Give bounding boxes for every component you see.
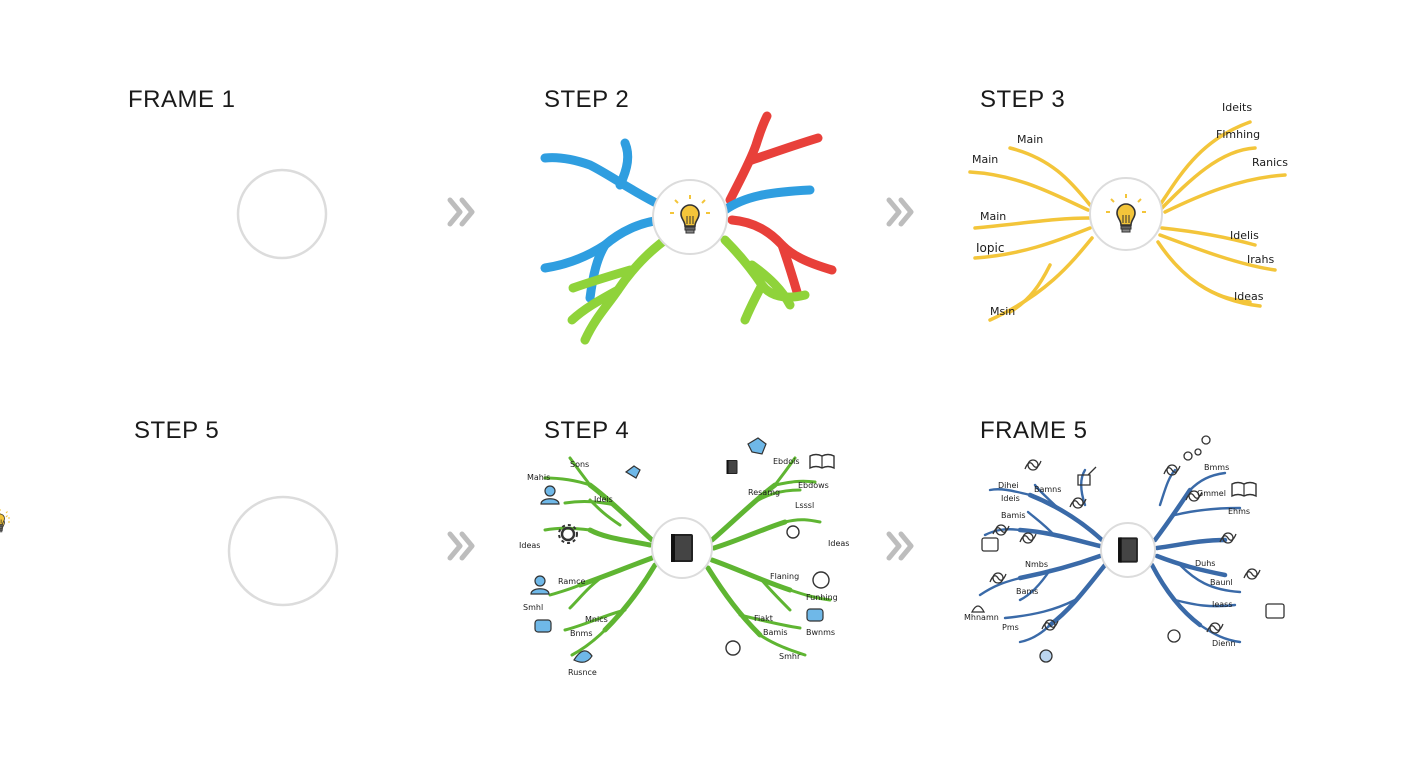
panel-title-6: FRAME 5 <box>980 417 1088 444</box>
person-icon <box>530 575 550 595</box>
frame5-label: Bamis <box>1001 511 1026 520</box>
step4-label: Bnms <box>570 629 593 638</box>
step4-label: Ideis <box>594 495 613 504</box>
arrow-chevron-2 <box>886 197 914 227</box>
lightbulb-icon <box>0 508 11 529</box>
step3-label: Main <box>1017 133 1043 146</box>
step3-branches <box>968 120 1287 322</box>
puzzle-icon <box>747 437 767 455</box>
panel-title-2: STEP 2 <box>544 86 630 113</box>
doodle-icon <box>992 524 1010 536</box>
puzzle-icon <box>624 465 641 479</box>
step4-label: Smhl <box>523 603 543 612</box>
step4-label: Bwnms <box>806 628 835 637</box>
arrow-chevron-1 <box>447 197 475 227</box>
idea-icon <box>786 525 800 539</box>
panel-title-3: STEP 3 <box>980 86 1066 113</box>
step3-label: Main <box>980 210 1006 223</box>
frame5-label: Ieass <box>1212 600 1233 609</box>
step3-label: Msin <box>990 305 1015 318</box>
step4-label: Ideas <box>519 541 540 550</box>
frame5-label: Bmms <box>1204 463 1229 472</box>
frame5-label: Gmmel <box>1197 489 1226 498</box>
step4-label: Rusnce <box>568 668 597 677</box>
panel-title-1: FRAME 1 <box>128 86 236 113</box>
hat-icon <box>534 619 552 633</box>
book-icon <box>726 460 738 474</box>
step4-label: Resamg <box>748 488 780 497</box>
person-icon <box>540 485 560 505</box>
doodle-icon <box>989 572 1007 584</box>
frame5-label: Duhs <box>1195 559 1215 568</box>
step4-label: Ebdois <box>773 457 800 466</box>
book-icon <box>671 534 693 562</box>
step4-label: Mahis <box>527 473 550 482</box>
step3-label: Iopic <box>976 241 1004 255</box>
empty-node-1 <box>236 168 328 260</box>
step4-label: Lsssl <box>795 501 814 510</box>
bell-icon <box>970 605 986 613</box>
frame5-label: Bamns <box>1034 485 1061 494</box>
step3-label: Ranics <box>1252 156 1288 169</box>
open-book-icon <box>1231 481 1257 497</box>
step3-label: Irahs <box>1247 253 1274 266</box>
doodle-icon <box>1243 568 1261 580</box>
frame5-label: Bams <box>1016 587 1038 596</box>
step2-branches <box>540 111 837 345</box>
pencil-icon <box>1077 466 1097 486</box>
book-icon <box>1118 537 1138 563</box>
step4-label: Flaning <box>770 572 799 581</box>
step3-label: Idelis <box>1230 229 1259 242</box>
doodle-icon <box>1024 459 1042 471</box>
step4-label: Bamis <box>763 628 788 637</box>
frame5-label: Dihei <box>998 481 1019 490</box>
panel-title-4: STEP 5 <box>134 417 220 444</box>
frame5-label: Pms <box>1002 623 1019 632</box>
step4-label: Smhr <box>779 652 801 661</box>
step3-label: Ideits <box>1222 101 1252 114</box>
step4-label: Ramce <box>558 577 585 586</box>
step4-branches <box>543 456 832 657</box>
circles-icon <box>1183 435 1211 461</box>
frame5-label: Dienn <box>1212 639 1235 648</box>
frame5-label: Mhnamn <box>964 613 999 622</box>
step4-label: Ebdows <box>798 481 829 490</box>
doodle-icon <box>1019 532 1037 544</box>
frame5-label: Ehms <box>1228 507 1250 516</box>
blob-icon <box>573 650 593 663</box>
frame5-label: Nmbs <box>1025 560 1048 569</box>
sun-icon <box>1039 649 1053 663</box>
frame5-label: Ideis <box>1001 494 1020 503</box>
step4-label: Fiakt <box>754 614 773 623</box>
person-outline-icon <box>1167 629 1181 643</box>
box-icon <box>981 537 999 552</box>
person-outline-icon <box>725 640 741 656</box>
step3-labels: Main Main Main Iopic Msin Ideits Flmhing… <box>972 101 1288 318</box>
frame5-branches <box>978 468 1242 644</box>
frame5-labels: Dihei Ideis Bamis Nmbs Bams Bamns Mhnamn… <box>964 463 1250 648</box>
panel-title-5: STEP 4 <box>544 417 630 444</box>
hat-icon <box>806 608 824 622</box>
box-icon <box>1265 603 1285 619</box>
step4-label: Sons <box>570 460 589 469</box>
arrow-chevron-4 <box>886 531 914 561</box>
arrow-chevron-3 <box>447 531 475 561</box>
frame5-label: Baunl <box>1210 578 1233 587</box>
step4-label: Mnics <box>585 615 608 624</box>
empty-node-2 <box>227 495 339 607</box>
step4-labels: Sons Mahis Ideis Ideas Ramce Smhl Mnics … <box>519 457 849 677</box>
step4-label: Funhing <box>806 593 838 602</box>
step4-label: Ideas <box>828 539 849 548</box>
open-book-icon <box>809 453 835 469</box>
step3-label: Ideas <box>1234 290 1264 303</box>
step3-label: Flmhing <box>1216 128 1260 141</box>
person-outline-icon <box>812 571 830 589</box>
step3-label: Main <box>972 153 998 166</box>
